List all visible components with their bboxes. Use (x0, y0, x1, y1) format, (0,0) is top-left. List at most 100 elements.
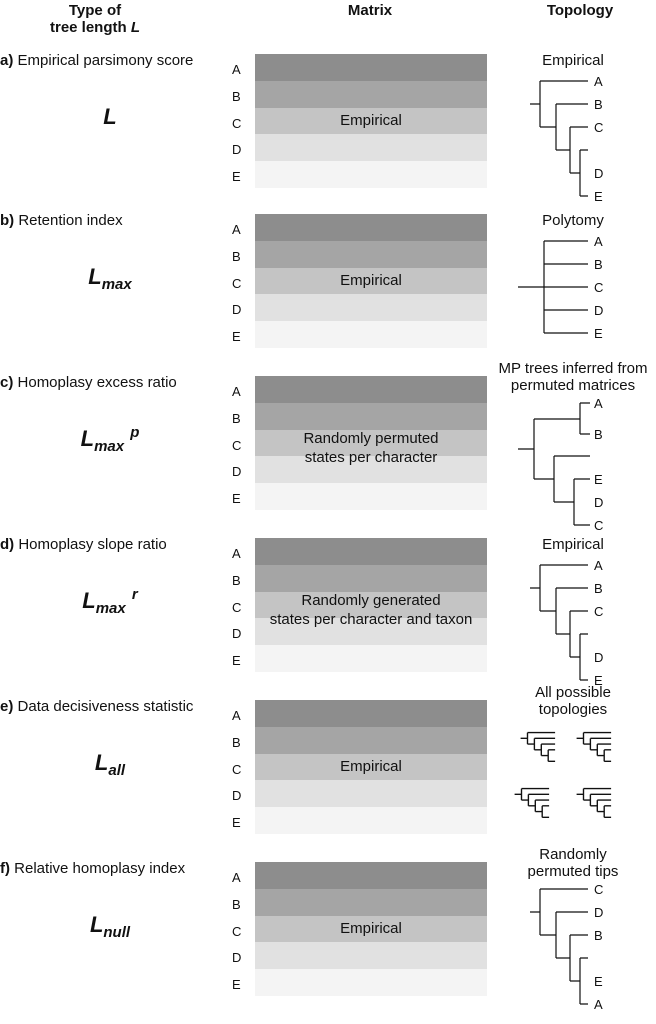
matrix-row-label: E (232, 977, 241, 993)
matrix-row-label: B (232, 410, 241, 426)
tree-tip-label: B (594, 581, 603, 596)
matrix-band (255, 700, 487, 727)
symbol-subscript: max (101, 276, 132, 293)
topology-title-line2: permuted tips (527, 863, 619, 880)
matrix-band (255, 294, 487, 322)
mini-tree (576, 787, 612, 819)
type-header-variable: L (130, 19, 141, 36)
matrix-row-label: A (232, 546, 241, 561)
matrix-row-label: B (232, 248, 241, 264)
matrix-block: Empirical (255, 214, 487, 348)
symbol-subscript: max (94, 438, 125, 455)
matrix-band (255, 134, 487, 162)
symbol-base: L (103, 104, 117, 129)
topology-title-line1: Randomly (539, 846, 607, 863)
topology-title-line1: Empirical (542, 536, 604, 553)
matrix-band (255, 888, 487, 916)
tree-branches (518, 402, 590, 526)
tree-tip-label: D (594, 650, 603, 665)
matrix-band (255, 107, 487, 135)
matrix-row-label: E (232, 329, 241, 345)
matrix-label: Randomly generated states per character a… (255, 591, 487, 629)
matrix-band (255, 376, 487, 403)
matrix-label: Empirical (255, 111, 487, 130)
matrix-band (255, 429, 487, 457)
panel-title-text: Homoplasy excess ratio (17, 374, 177, 391)
tree-tip-label: D (594, 166, 603, 181)
tree-tip-label: C (594, 120, 603, 135)
matrix-row-label: E (232, 653, 241, 669)
phylogenetic-tree (514, 731, 612, 819)
tree-tip-label: D (594, 495, 603, 510)
panel-title-text: Homoplasy slope ratio (18, 536, 167, 553)
matrix-row-label: D (232, 142, 242, 158)
matrix-band (255, 538, 487, 565)
tree-tip-label: C (594, 280, 603, 295)
symbol-subscript: all (108, 762, 126, 779)
topology-title: Empirical (490, 52, 656, 69)
matrix-band (255, 645, 487, 672)
matrix-column-header: Matrix (347, 2, 393, 19)
matrix-row-label: A (232, 62, 241, 77)
matrix-label-line1: Empirical (340, 920, 402, 937)
panel-title: c) Homoplasy excess ratio (0, 374, 177, 391)
matrix-row-label: D (232, 626, 242, 642)
matrix-row-label: E (232, 169, 241, 185)
matrix-label-line2: states per character and taxon (269, 611, 473, 628)
tree-length-symbol: Lnull (60, 910, 160, 941)
type-header-line2: tree length (49, 19, 127, 36)
panel-title-text: Retention index (18, 212, 123, 229)
tree-length-symbol: Lall (60, 748, 160, 779)
matrix-band (255, 54, 487, 81)
matrix-row-label: D (232, 464, 242, 480)
matrix-band (255, 807, 487, 834)
matrix-row-label: A (232, 870, 241, 885)
tree-length-symbol: Lmax r (60, 586, 160, 617)
matrix-band (255, 591, 487, 619)
tree-tip-label: B (594, 257, 603, 272)
tree-tip-label: E (594, 472, 603, 487)
matrix-label-line1: Empirical (340, 758, 402, 775)
type-header-line1: Type of (68, 2, 122, 19)
matrix-band (255, 483, 487, 510)
tree-tip-label: A (594, 74, 603, 89)
matrix-label-line1: Randomly generated (301, 592, 441, 609)
matrix-band (255, 402, 487, 430)
panel-title: f) Relative homoplasy index (0, 860, 185, 877)
tree-length-symbol: Lmax (60, 262, 160, 293)
matrix-band (255, 618, 487, 646)
matrix-block: Randomly generated states per character a… (255, 538, 487, 672)
type-column-header: Type of tree length L (30, 2, 160, 36)
tree-tip-label: D (594, 905, 603, 920)
panel-letter: b) (0, 212, 15, 229)
matrix-row-label: B (232, 572, 241, 588)
matrix-row-label: C (232, 599, 242, 615)
tree-tip-label: E (594, 974, 603, 989)
panel-title-text: Empirical parsimony score (17, 52, 194, 69)
panel-title: e) Data decisiveness statistic (0, 698, 193, 715)
matrix-band (255, 969, 487, 996)
topology-title-line2: permuted matrices (510, 377, 636, 394)
topology-title-line1: Polytomy (542, 212, 604, 229)
panel-letter: d) (0, 536, 15, 553)
matrix-band (255, 214, 487, 241)
topology-title-line1: MP trees inferred from (498, 360, 648, 377)
tree-tip-label: C (594, 604, 603, 619)
panel-letter: a) (0, 52, 14, 69)
matrix-label: Empirical (255, 757, 487, 776)
matrix-row-label: A (232, 384, 241, 399)
tree-tip-label: C (594, 518, 603, 533)
matrix-band (255, 80, 487, 108)
tree-tip-label: A (594, 234, 603, 249)
symbol-superscript: r (131, 586, 138, 603)
matrix-row-label: B (232, 88, 241, 104)
tree-tip-label: E (594, 326, 603, 341)
matrix-band (255, 564, 487, 592)
matrix-block: Empirical (255, 54, 487, 188)
tree-tip-label: A (594, 558, 603, 573)
